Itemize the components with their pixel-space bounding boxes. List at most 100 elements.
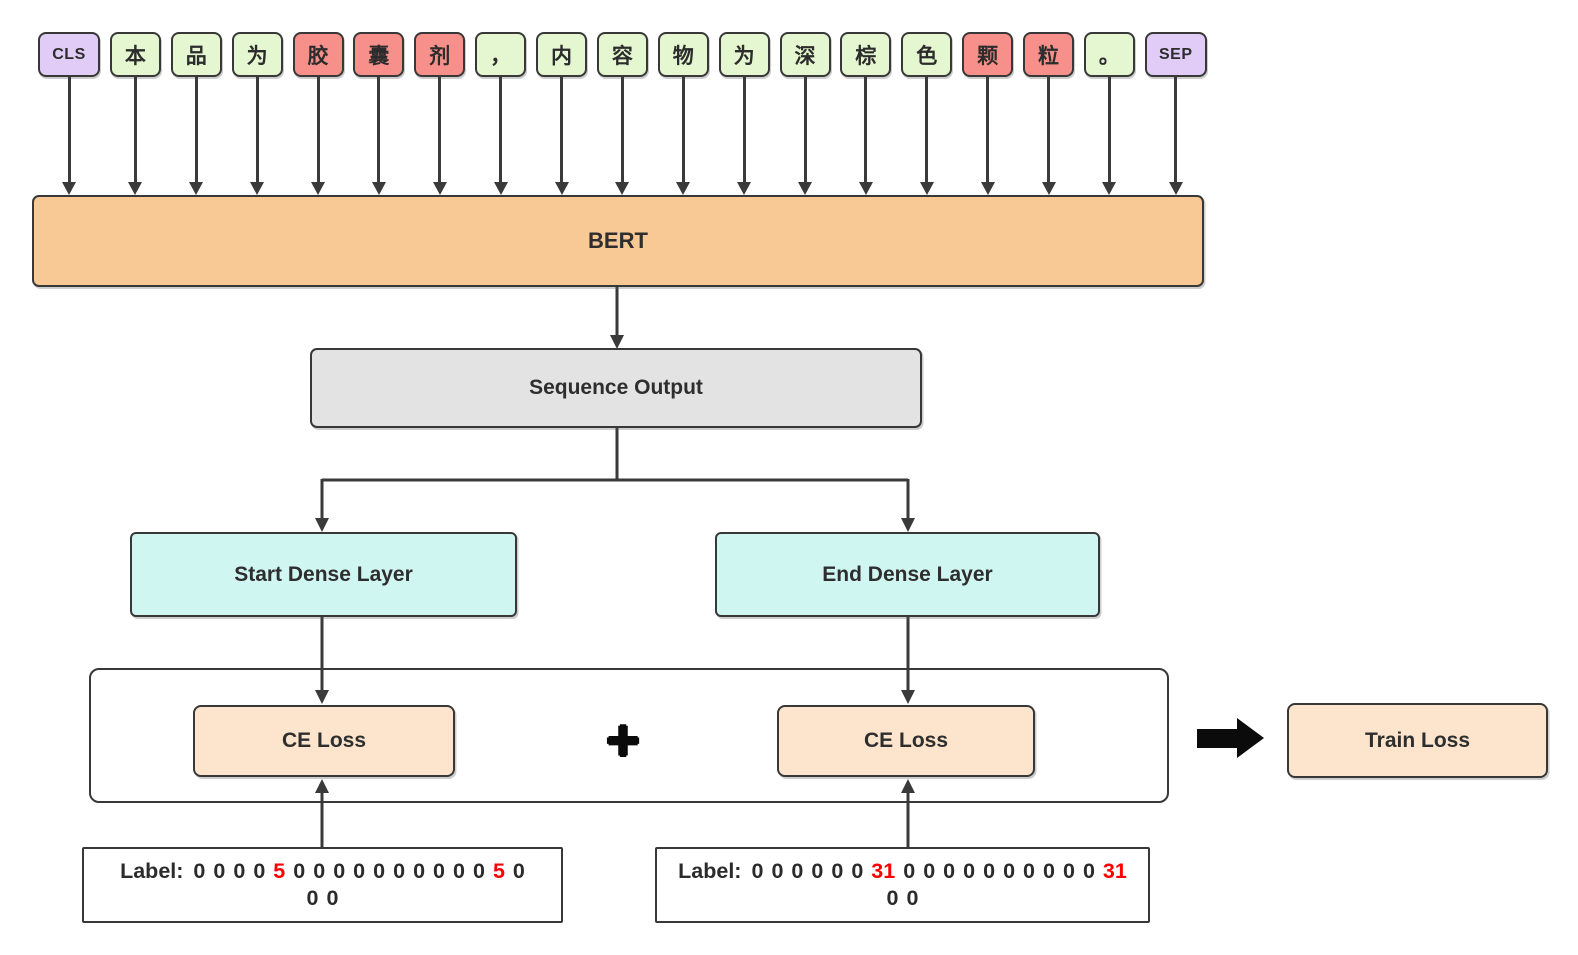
token-box-本: 本 [109,32,161,77]
token-box-容: 容 [596,32,648,77]
token-arrowhead-down-icon [980,182,995,195]
token-arrowhead-down-icon [798,182,812,195]
token-column: CLS [38,32,100,195]
token-arrow-line [438,77,442,182]
token-arrowhead-down-icon [1041,182,1056,195]
token-arrow-line [986,77,990,182]
token-column: SEP [1144,32,1207,195]
token-arrow-line [194,77,198,182]
token-arrow-line [1107,77,1111,182]
label-value: 0 [1062,859,1075,883]
token-box-物: 物 [657,32,709,77]
token-arrowhead-down-icon [737,182,752,195]
label-value: 0 [472,859,485,883]
label-value: 0 [1082,859,1095,883]
bert-box: BERT [32,195,1204,287]
arrow-right-head [1237,718,1264,758]
label-value: 0 [193,859,206,883]
token-arrow-line [316,77,320,182]
label-value: 0 [213,859,226,883]
token-box-颗: 颗 [962,32,1014,77]
label-value: 31 [871,859,896,883]
token-column: 品 [170,32,222,195]
token-arrow-line [67,77,71,182]
token-arrowhead-down-icon [189,182,204,195]
token-arrow-line [1174,77,1178,182]
token-arrow-line [864,77,868,182]
label-value: 0 [1023,859,1035,883]
token-arrowhead-down-icon [615,182,630,195]
token-column: 。 [1083,32,1135,195]
token-arrowhead-down-icon [1168,182,1183,195]
label-value: 0 [373,859,386,883]
token-box-胶: 胶 [292,32,344,77]
arrow-right-icon [1197,718,1264,758]
end-label-prefix: Label: [678,859,742,883]
train-loss-box: Train Loss [1287,703,1548,778]
label-value: 0 [353,859,366,883]
token-arrow-line [499,77,503,182]
arrowhead-down-icon [610,335,624,349]
token-column: 本 [109,32,161,195]
label-value: 0 [811,859,824,883]
token-arrowhead-down-icon [62,182,76,195]
label-value: 0 [886,886,899,910]
token-box-品: 品 [170,32,222,77]
token-arrowhead-down-icon [1102,182,1117,195]
label-value: 0 [791,859,804,883]
token-column: ， [475,32,527,195]
token-column: 为 [718,32,770,195]
token-arrowhead-down-icon [250,182,265,195]
plus-icon: + [606,707,640,773]
token-column: 为 [231,32,283,195]
sequence-output-box: Sequence Output [310,348,922,428]
label-value: 0 [943,859,956,883]
token-column: 物 [657,32,709,195]
label-value: 5 [273,859,286,883]
label-value: 0 [453,859,465,883]
label-value: 0 [313,859,326,883]
token-arrowhead-down-icon [676,182,691,195]
label-value: 0 [393,859,406,883]
token-arrow-line [681,77,685,182]
label-value: 0 [923,859,936,883]
token-arrowhead-down-icon [858,182,873,195]
token-box-棕: 棕 [840,32,892,77]
token-arrowhead-down-icon [371,182,386,195]
token-box-色: 色 [901,32,953,77]
start-label-prefix: Label: [120,859,184,883]
token-arrow-line [133,77,137,182]
token-arrow-line [560,77,563,182]
token-arrowhead-down-icon [128,182,143,195]
token-column: 粒 [1023,32,1074,195]
label-value: 0 [1003,859,1016,883]
label-value: 0 [751,859,764,883]
token-box-，: ， [475,32,527,77]
token-arrowhead-down-icon [493,182,508,195]
label-value: 31 [1102,859,1127,883]
ce-loss-end-box: CE Loss [777,705,1035,777]
arrowhead-down-icon [901,518,915,532]
token-arrowhead-down-icon [432,182,447,195]
token-box-粒: 粒 [1023,32,1074,77]
label-value: 0 [293,859,306,883]
token-arrow-line [620,77,624,182]
token-box-囊: 囊 [353,32,405,77]
arrowhead-down-icon [315,518,329,532]
token-column: 棕 [840,32,892,195]
token-column: 囊 [353,32,405,195]
token-arrow-line [377,77,381,182]
token-column: 内 [536,32,587,195]
token-arrow-line [255,77,259,182]
label-value: 5 [492,859,505,883]
token-column: 深 [779,32,831,195]
label-value: 0 [413,859,426,883]
arrow-right-tail [1197,728,1237,748]
